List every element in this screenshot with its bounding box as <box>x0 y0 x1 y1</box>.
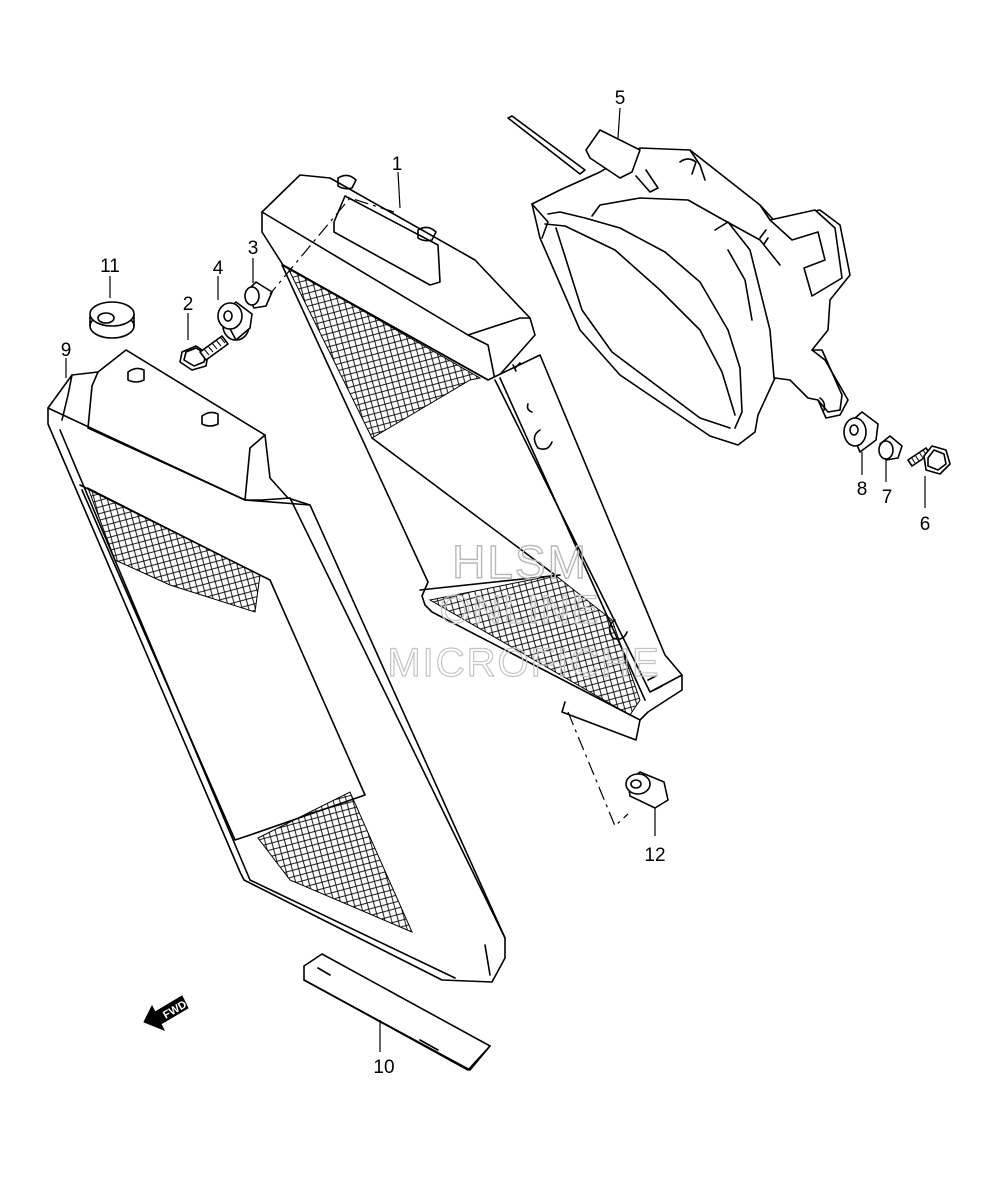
callout-7: 7 <box>882 487 893 508</box>
watermark: HLSM ONLINE MICROFICHE <box>387 535 660 685</box>
callout-12: 12 <box>644 845 665 866</box>
callout-8: 8 <box>857 479 868 500</box>
grommet-part-11 <box>89 301 135 339</box>
fwd-label: FWD <box>161 999 189 1022</box>
callout-5: 5 <box>615 88 626 109</box>
callout-10: 10 <box>373 1057 394 1078</box>
callout-labels: 1 2 3 4 5 6 7 8 9 10 11 12 <box>61 88 931 1078</box>
radiator-part-1 <box>261 174 683 741</box>
watermark-line-2: ONLINE <box>440 588 601 632</box>
callout-9: 9 <box>61 340 72 361</box>
bolt-part-2 <box>179 335 229 371</box>
callout-3: 3 <box>248 238 259 259</box>
callout-1: 1 <box>392 154 403 175</box>
grommet-part-12 <box>625 771 669 809</box>
fan-assembly-part-5 <box>507 115 851 446</box>
collar-part-3 <box>244 281 273 309</box>
collar-part-7 <box>878 435 903 461</box>
leader-lines <box>65 107 926 1052</box>
radiator-cover-part-9 <box>47 349 506 983</box>
callout-11: 11 <box>100 256 120 277</box>
watermark-line-1: HLSM <box>452 536 588 588</box>
bushing-part-8 <box>843 411 879 453</box>
callout-4: 4 <box>213 258 224 279</box>
bolt-part-6 <box>907 445 951 475</box>
fwd-arrow-icon: FWD <box>143 995 189 1031</box>
callout-2: 2 <box>183 294 194 315</box>
watermark-line-3: MICROFICHE <box>387 641 660 685</box>
pad-part-10 <box>303 953 491 1071</box>
bushing-part-4 <box>217 301 253 341</box>
callout-6: 6 <box>920 514 931 535</box>
